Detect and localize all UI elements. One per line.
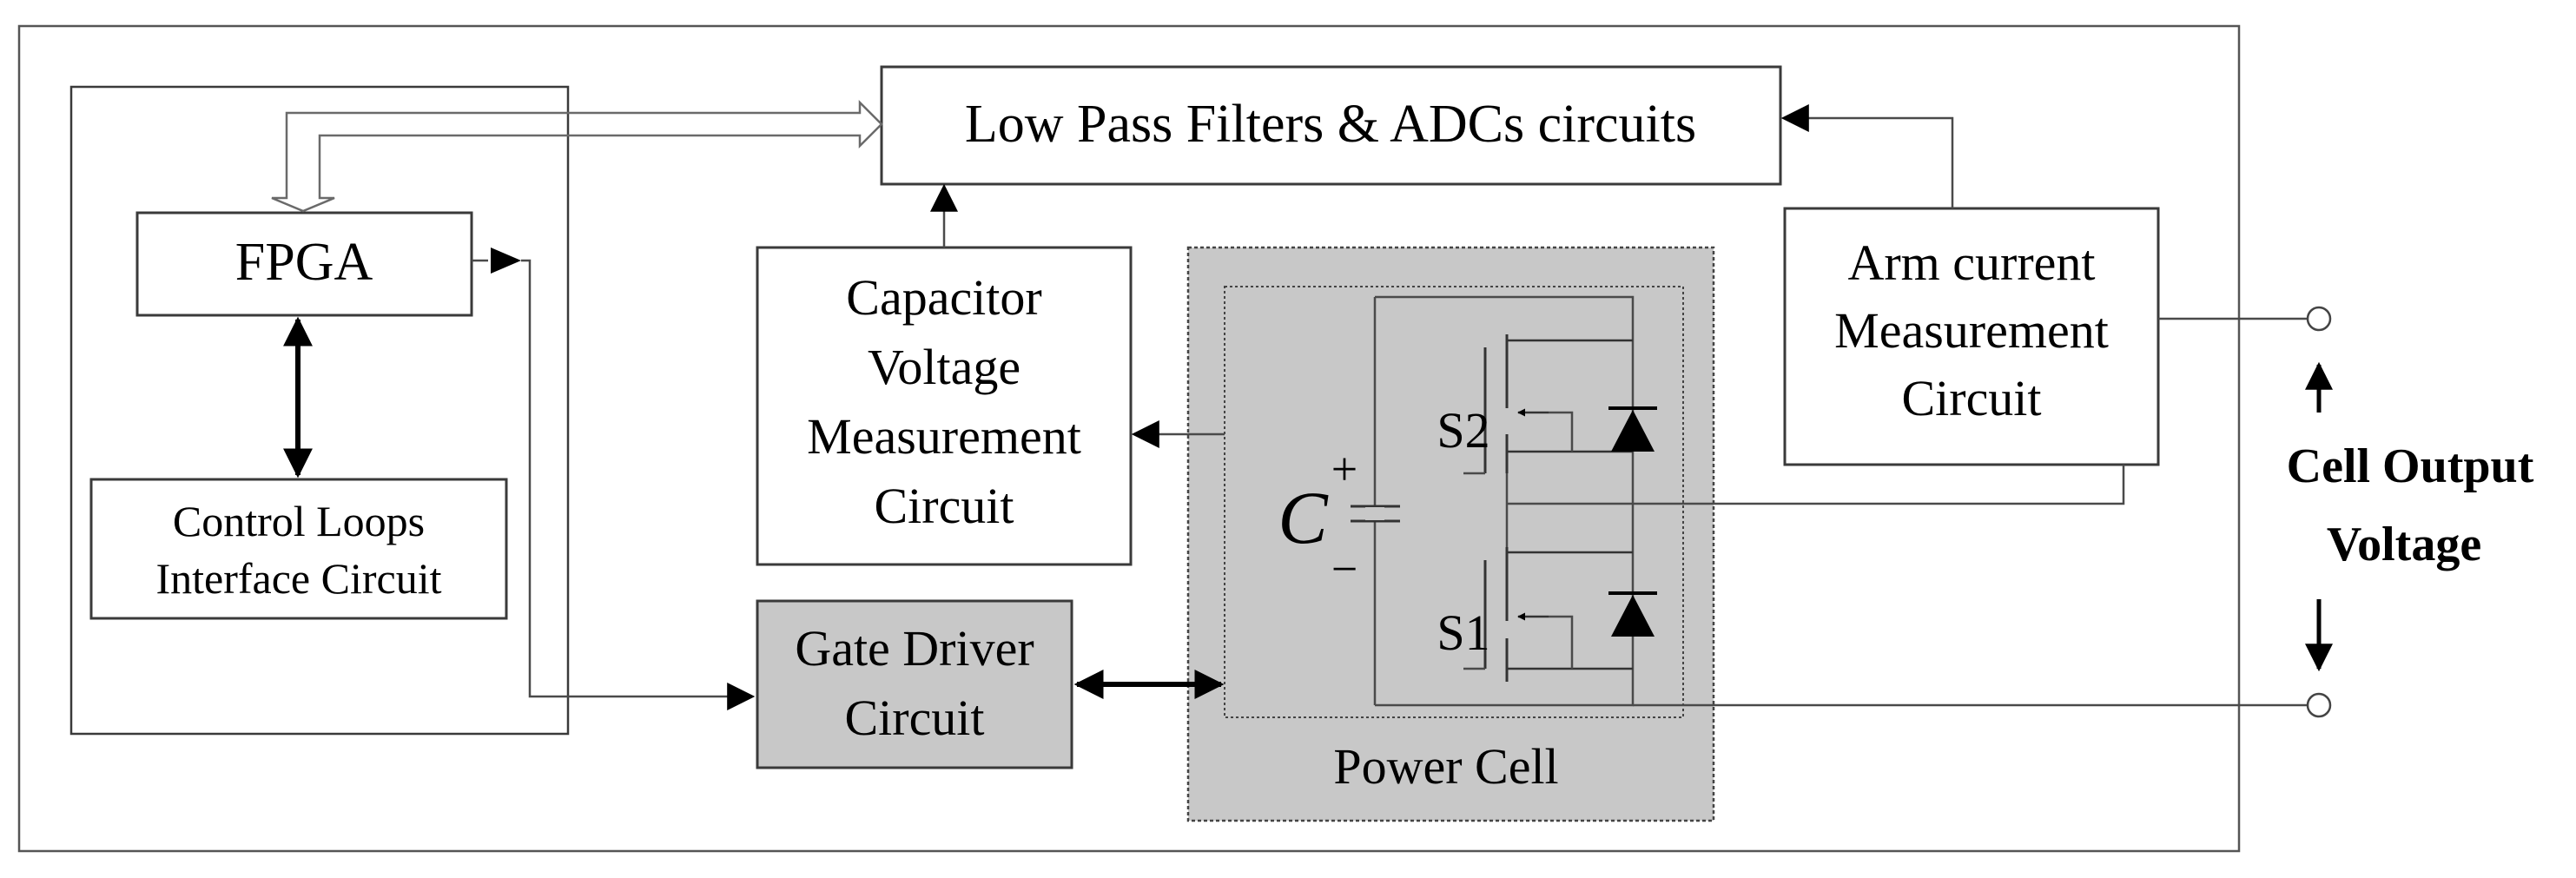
power-cell-block: Power Cell C + − xyxy=(1186,246,1715,822)
switch-s2 xyxy=(1463,334,1657,475)
output-label-line1: Cell Output xyxy=(2287,439,2534,493)
gate-label-line2: Circuit xyxy=(844,690,984,746)
arm-label-line1: Arm current xyxy=(1847,234,2095,291)
s1-label: S1 xyxy=(1437,604,1489,661)
lpf-adc-label: Low Pass Filters & ADCs circuits xyxy=(965,95,1696,154)
capacitor-plus: + xyxy=(1331,443,1357,495)
control-loops-label-line2: Interface Circuit xyxy=(156,554,442,603)
control-loops-block: Control Loops Interface Circuit xyxy=(89,478,508,620)
cap-label-line3: Measurement xyxy=(807,408,1081,465)
arm-to-lpf-arrow xyxy=(1780,104,1954,208)
fpga-out-arrowhead xyxy=(491,248,521,274)
output-wiring: Cell Output Voltage xyxy=(1633,306,2534,718)
arm-current-block: Arm current Measurement Circuit xyxy=(1783,207,2160,466)
gate-label-line1: Gate Driver xyxy=(795,620,1034,677)
capacitor-voltage-block: Capacitor Voltage Measurement Circuit xyxy=(756,246,1133,566)
capacitor-symbol: C xyxy=(1278,476,1329,559)
fpga-to-gate-arrow xyxy=(521,259,756,710)
cap-label-line4: Circuit xyxy=(874,478,1014,534)
controller-frame xyxy=(69,85,570,736)
output-terminal-bottom xyxy=(2306,692,2332,718)
control-loops-label-line1: Control Loops xyxy=(173,497,425,545)
half-bridge-circuit: C + − S2 xyxy=(1278,295,1657,707)
outer-frame xyxy=(17,24,2241,853)
fpga-lpf-bus xyxy=(271,99,883,213)
s2-label: S2 xyxy=(1437,402,1489,459)
fpga-block: FPGA xyxy=(135,211,473,317)
switch-s1 xyxy=(1463,547,1657,682)
capacitor-minus: − xyxy=(1331,543,1357,595)
arm-label-line2: Measurement xyxy=(1834,302,2109,359)
lpf-adc-block: Low Pass Filters & ADCs circuits xyxy=(880,65,1782,186)
output-label-line2: Voltage xyxy=(2327,518,2481,571)
arm-label-line3: Circuit xyxy=(1901,370,2041,426)
output-terminal-top xyxy=(2306,306,2332,332)
fpga-label: FPGA xyxy=(235,233,373,292)
cap-label-line1: Capacitor xyxy=(846,269,1041,326)
cap-label-line2: Voltage xyxy=(868,339,1020,395)
gate-driver-block: Gate Driver Circuit xyxy=(756,599,1073,769)
power-cell-label: Power Cell xyxy=(1333,738,1558,795)
